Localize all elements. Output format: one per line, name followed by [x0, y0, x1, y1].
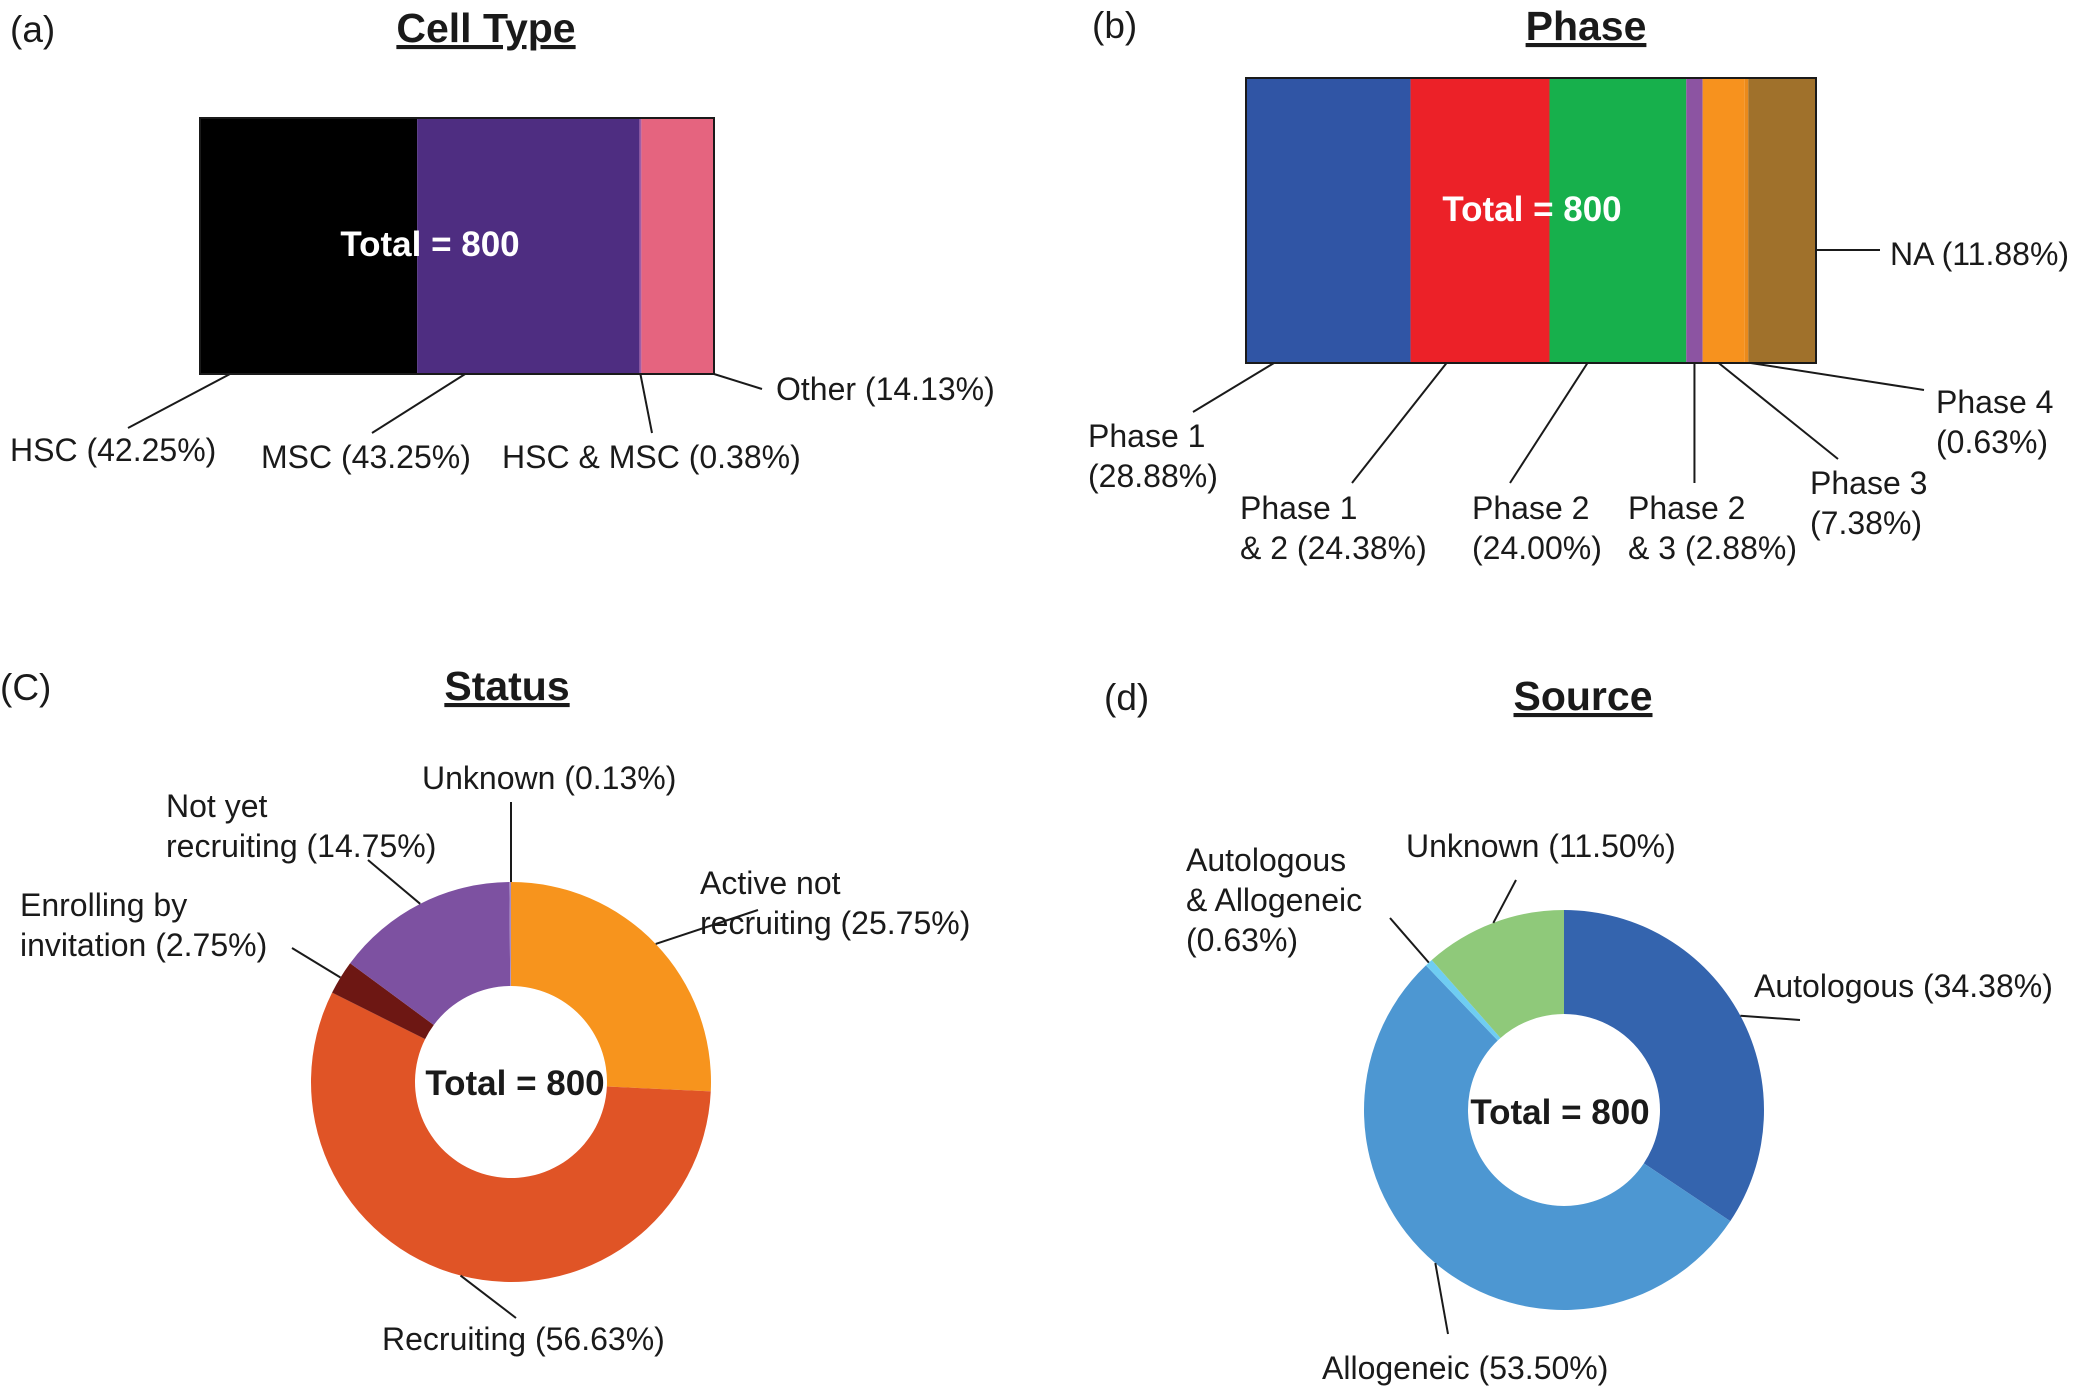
total-label-status: Total = 800: [425, 1064, 604, 1103]
status-label-enrolling-by-invitation-line-2: invitation (2.75%): [20, 927, 267, 963]
total-label-source: Total = 800: [1470, 1093, 1649, 1132]
cell-type-label-msc: MSC (43.25%): [261, 439, 471, 475]
panel-status: (C) Status Active not recruiting (25.75%)…: [0, 663, 970, 1357]
panel-letter-c: (C): [0, 667, 51, 708]
phase-segment-phase-2: [1549, 78, 1687, 363]
status-label-active-not-recruiting-line-1: Active not: [700, 865, 841, 901]
slice-labels-source: Autologous (34.38%) Allogeneic (53.50%) Au…: [1186, 828, 2053, 1386]
status-leader-active-not-recruiting: [655, 909, 759, 945]
phase-label-phase-1-line-1: Phase 1: [1088, 418, 1205, 454]
slice-labels-status: Active not recruiting (25.75%) Recruiting …: [20, 760, 970, 1357]
panel-letter-d: (d): [1104, 677, 1149, 718]
chart-title-source: Source: [1514, 673, 1653, 719]
phase-segment-na: [1748, 78, 1816, 363]
phase-bar-outline: [1245, 77, 1817, 364]
status-label-active-not-recruiting-line-2: recruiting (25.75%): [700, 905, 970, 941]
cell-type-segment-other: [641, 118, 714, 374]
donut-status: [310, 882, 711, 1283]
phase-label-phase-3-line-2: (7.38%): [1810, 505, 1922, 541]
phase-label-phase-2-and-3-line-1: Phase 2: [1628, 490, 1745, 526]
phase-leader-phase-1: [1192, 362, 1275, 413]
status-leader-enrolling-by-invitation: [291, 947, 341, 979]
phase-label-phase-4-line-2: (0.63%): [1936, 424, 2048, 460]
source-label-autologous-and-allogeneic-line-2: & Allogeneic: [1186, 882, 1362, 918]
panel-letter-b: (b): [1092, 5, 1137, 46]
status-label-enrolling-by-invitation-line-1: Enrolling by: [20, 887, 187, 923]
source-label-allogeneic: Allogeneic (53.50%): [1322, 1350, 1608, 1386]
status-slice-not-yet-recruiting: [350, 882, 511, 1025]
cell-type-segment-msc: [417, 118, 640, 374]
status-leader-recruiting: [459, 1274, 517, 1319]
phase-label-phase-2-and-3-line-2: & 3 (2.88%): [1628, 530, 1797, 566]
status-slice-enrolling-by-invitation: [332, 963, 434, 1040]
status-label-not-yet-recruiting-line-1: Not yet: [166, 788, 267, 824]
phase-segment-phase-4: [1744, 78, 1749, 363]
source-slice-autologous-and-allogeneic: [1425, 959, 1501, 1041]
phase-label-phase-1-and-2-line-1: Phase 1: [1240, 490, 1357, 526]
source-label-autologous-and-allogeneic-line-1: Autologous: [1186, 842, 1346, 878]
cell-type-label-other: Other (14.13%): [776, 371, 995, 407]
source-label-unknown: Unknown (11.50%): [1406, 828, 1676, 864]
source-slice-unknown: [1431, 910, 1564, 1038]
status-label-unknown: Unknown (0.13%): [422, 760, 676, 796]
phase-label-phase-1-and-2-line-2: & 2 (24.38%): [1240, 530, 1427, 566]
donut-source: [1364, 910, 1764, 1310]
status-label-recruiting: Recruiting (56.63%): [382, 1321, 665, 1357]
phase-segment-phase-2-and-3: [1686, 78, 1703, 363]
source-label-autologous: Autologous (34.38%): [1754, 968, 2053, 1004]
panel-cell-type: (a) Cell Type HSC (42.25%)MSC (43.25%)HS…: [10, 5, 995, 475]
phase-label-na: NA (11.88%): [1890, 236, 2069, 272]
cell-type-bar-outline: [199, 117, 715, 375]
status-slice-unknown: [509, 882, 511, 987]
source-label-autologous-and-allogeneic-line-3: (0.63%): [1186, 922, 1298, 958]
phase-segment-phase-1: [1246, 78, 1411, 363]
cell-type-leader-other: [713, 373, 763, 390]
phase-label-phase-2-line-2: (24.00%): [1472, 530, 1602, 566]
cell-type-label-hsc-and-msc: HSC & MSC (0.38%): [502, 439, 801, 475]
phase-label-phase-1-line-2: (28.88%): [1088, 458, 1218, 494]
source-slice-allogeneic: [1364, 965, 1731, 1310]
source-slice-autologous: [1564, 910, 1764, 1222]
cell-type-leader-msc: [371, 373, 466, 434]
phase-segment-phase-1-and-2: [1410, 78, 1550, 363]
phase-segment-phase-3: [1702, 78, 1745, 363]
phase-leader-phase-1-and-2: [1351, 362, 1448, 484]
segment-labels-phase: Phase 1 (28.88%) Phase 1 & 2 (24.38%) Phase …: [1088, 236, 2069, 566]
chart-title-cell-type: Cell Type: [396, 5, 575, 51]
stacked-bar-phase: [1245, 77, 1817, 364]
stacked-bar-cell-type: [199, 117, 715, 375]
status-slice-active-not-recruiting: [511, 882, 711, 1092]
phase-label-phase-3-line-1: Phase 3: [1810, 465, 1927, 501]
panel-letter-a: (a): [10, 9, 55, 50]
cell-type-segment-hsc-and-msc: [639, 118, 642, 374]
panel-source: (d) Source Autologous (34.38%) Allogeneic…: [1104, 673, 2053, 1386]
panel-phase: (b) Phase Phase 1 (28.88%) Phase 1 & 2 (24.…: [1088, 3, 2069, 566]
cell-type-leader-hsc-and-msc: [639, 373, 653, 434]
cell-type-segment-hsc: [200, 118, 418, 374]
segment-labels-cell-type: HSC (42.25%) MSC (43.25%) HSC & MSC (0.38%…: [10, 371, 995, 475]
status-slice-recruiting: [310, 992, 711, 1283]
chart-title-phase: Phase: [1526, 3, 1647, 49]
source-leader-autologous-and-allogeneic: [1389, 917, 1430, 964]
source-leader-autologous: [1740, 1014, 1801, 1021]
phase-leader-phase-4: [1750, 362, 1925, 391]
total-label-cell-type: Total = 800: [340, 225, 519, 264]
status-leader-not-yet-recruiting: [367, 859, 421, 905]
source-leader-allogeneic: [1434, 1262, 1449, 1335]
cell-type-leader-hsc: [127, 373, 231, 429]
status-label-not-yet-recruiting-line-2: recruiting (14.75%): [166, 828, 436, 864]
phase-label-phase-2-line-1: Phase 2: [1472, 490, 1589, 526]
chart-title-status: Status: [444, 663, 569, 709]
total-label-phase: Total = 800: [1442, 190, 1621, 229]
phase-leader-phase-3: [1718, 362, 1839, 460]
source-leader-unknown: [1492, 879, 1517, 924]
phase-leader-phase-2: [1509, 362, 1589, 484]
phase-label-phase-4-line-1: Phase 4: [1936, 384, 2053, 420]
cell-type-label-hsc: HSC (42.25%): [10, 432, 216, 468]
